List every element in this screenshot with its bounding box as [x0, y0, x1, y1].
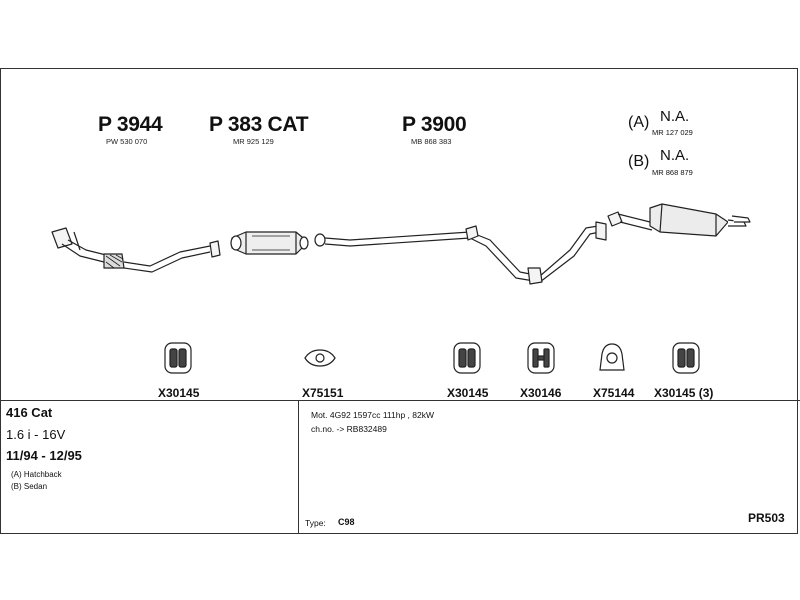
option-a-letter: (A) [628, 114, 650, 131]
vehicle-years: 11/94 - 12/95 [6, 448, 82, 463]
part-number-center-pipe[interactable]: P 3900 [402, 113, 467, 136]
mount-label-1[interactable]: X30145 [158, 386, 200, 400]
part-number-front-pipe[interactable]: P 3944 [98, 113, 163, 136]
variant-b-legend: (B) Sedan [11, 482, 48, 491]
variant-a-legend: (A) Hatchback [11, 470, 62, 479]
mount-x75144-drawing [599, 343, 625, 371]
mount-x30145-drawing-3 [672, 342, 700, 374]
option-a-ref: MR 127 029 [652, 128, 693, 137]
mount-x30145-drawing-1 [164, 342, 192, 374]
mount-x75151-drawing [304, 349, 336, 367]
part-number-catalyst[interactable]: P 383 CAT [209, 113, 309, 136]
motor-spec: Mot. 4G92 1597cc 111hp , 82kW [311, 410, 435, 420]
front-pipe-drawing [51, 227, 221, 273]
mount-x30145-drawing-2 [453, 342, 481, 374]
mount-label-4[interactable]: X30146 [520, 386, 562, 400]
part-ref-center-pipe: MB 868 383 [411, 137, 452, 146]
info-divider [0, 400, 800, 401]
type-value: C98 [338, 517, 355, 527]
option-b-status: N.A. [660, 147, 690, 164]
info-column-divider [298, 400, 299, 533]
part-ref-front-pipe: PW 530 070 [106, 137, 148, 146]
mount-label-3[interactable]: X30145 [447, 386, 489, 400]
vehicle-engine: 1.6 i - 16V [6, 427, 66, 442]
mount-label-5[interactable]: X75144 [593, 386, 635, 400]
vehicle-model: 416 Cat [6, 405, 53, 420]
diagram-code: PR503 [748, 511, 785, 525]
rear-muffler-drawing [607, 203, 751, 237]
diagram-frame [0, 68, 798, 534]
mount-x30146-drawing [527, 342, 555, 374]
chassis-number: ch.no. -> RB832489 [311, 424, 387, 434]
type-label: Type: [305, 518, 326, 528]
option-b-ref: MR 868 879 [652, 168, 693, 177]
option-b-letter: (B) [628, 153, 650, 170]
catalyst-drawing [230, 231, 309, 255]
center-pipe-drawing [314, 221, 607, 285]
part-ref-catalyst: MR 925 129 [233, 137, 274, 146]
mount-label-6[interactable]: X30145 (3) [654, 386, 714, 400]
option-a-status: N.A. [660, 108, 690, 125]
mount-label-2[interactable]: X75151 [302, 386, 344, 400]
